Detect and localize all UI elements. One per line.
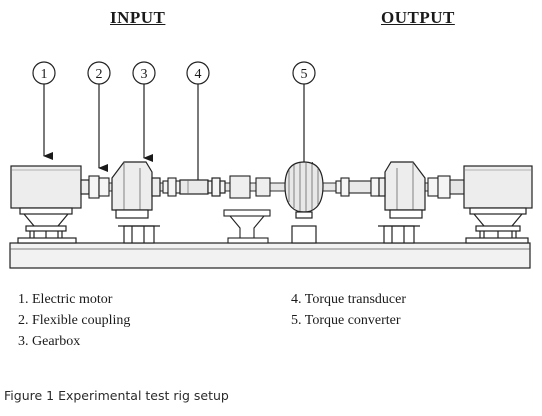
output-gearbox <box>378 161 426 244</box>
input-electric-motor <box>10 165 90 244</box>
callout-5-label: 5 <box>301 67 308 82</box>
callout-4-label: 4 <box>195 67 202 82</box>
legend-item-flexible-coupling: 2. Flexible coupling <box>18 313 131 328</box>
output-electric-motor <box>463 165 533 244</box>
input-flexible-coupling <box>88 175 110 199</box>
base-bed <box>9 242 531 269</box>
torque-converter <box>284 161 324 244</box>
callout-4: 4 <box>186 61 210 192</box>
center-bearing-pedestal <box>223 175 271 244</box>
callout-1: 1 <box>32 61 56 160</box>
callout-2: 2 <box>87 61 111 172</box>
output-flexible-coupling <box>427 175 465 199</box>
callout-5: 5 <box>292 61 316 170</box>
callout-3: 3 <box>132 61 156 162</box>
torque-transducer <box>179 177 226 197</box>
input-gearbox <box>111 161 161 244</box>
output-couplings <box>335 177 380 197</box>
legend-input: 1. Electric motor 2. Flexible coupling 3… <box>18 289 130 352</box>
figure-caption: Figure 1 Experimental test rig setup <box>4 388 229 403</box>
callout-3-label: 3 <box>141 67 148 82</box>
input-header: INPUT <box>110 8 166 27</box>
legend-item-gearbox: 3. Gearbox <box>18 334 81 349</box>
callout-2-label: 2 <box>96 67 103 82</box>
legend-item-torque-transducer: 4. Torque transducer <box>291 292 407 307</box>
legend-output: 4. Torque transducer 5. Torque converter <box>291 289 406 331</box>
legend-item-torque-converter: 5. Torque converter <box>291 313 401 328</box>
output-header: OUTPUT <box>381 8 455 27</box>
legend-item-electric-motor: 1. Electric motor <box>18 292 113 307</box>
callout-1-label: 1 <box>41 67 48 82</box>
transducer-couplings <box>162 177 181 197</box>
